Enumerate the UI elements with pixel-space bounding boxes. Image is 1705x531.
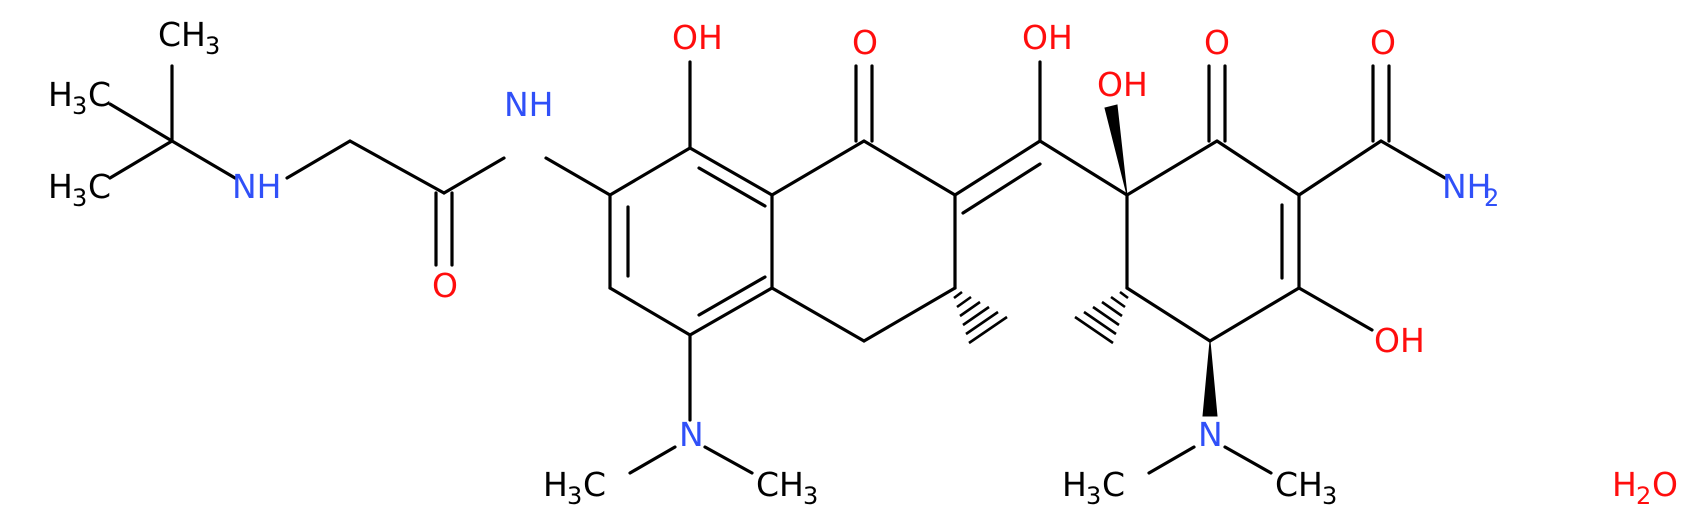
label-h3c: H 3 C (1062, 465, 1125, 510)
label-o: O (1204, 23, 1230, 62)
svg-text:3: 3 (72, 184, 87, 212)
label-water: H 2 O (1612, 465, 1678, 510)
bond (688, 146, 774, 197)
svg-text:O: O (1652, 465, 1678, 504)
svg-text:CH: CH (158, 15, 206, 54)
svg-text:2: 2 (1484, 184, 1499, 212)
label-h3c: H 3 C (48, 75, 111, 120)
label-oh: OH (672, 18, 723, 57)
wedge-bond (1104, 104, 1128, 196)
svg-text:3: 3 (72, 92, 87, 120)
label-oh: OH (1097, 65, 1148, 104)
bond-n-ch3 (1147, 445, 1196, 475)
label-nh: NH (504, 85, 554, 124)
svg-text:C: C (1102, 465, 1125, 504)
svg-text:3: 3 (1322, 482, 1337, 510)
bond-double-inner (697, 166, 767, 208)
bond-n-c (170, 139, 237, 180)
bond (1208, 286, 1301, 343)
wedge-bond (1202, 340, 1218, 417)
bond (862, 286, 957, 343)
bond (608, 286, 692, 337)
bonds (108, 60, 1447, 475)
stereo-bonds (953, 104, 1218, 417)
svg-text:3: 3 (803, 482, 818, 510)
bond (608, 146, 692, 197)
svg-text:C: C (583, 465, 606, 504)
bond-c-ch3 (108, 139, 174, 180)
bond (348, 139, 446, 195)
bond (770, 286, 866, 343)
label-ch3: CH 3 (158, 15, 220, 60)
bond-c-ch3 (108, 102, 174, 143)
bond (953, 139, 1042, 197)
label-nh: NH (232, 167, 282, 206)
label-o: O (1370, 23, 1396, 62)
label-ch3: CH 3 (1275, 465, 1337, 510)
label-ch3: CH 3 (756, 465, 818, 510)
svg-text:3: 3 (205, 32, 220, 60)
label-nh2: NH 2 (1442, 167, 1499, 212)
label-n: N (679, 415, 704, 454)
bond (1125, 139, 1219, 197)
label-oh: OH (1374, 321, 1425, 360)
bond (770, 139, 866, 197)
bond (688, 286, 774, 337)
bond-n-c (442, 156, 506, 195)
bond-c-oh (1297, 286, 1374, 332)
bond (1297, 139, 1383, 197)
label-oh: OH (1022, 18, 1073, 57)
label-n: N (1198, 415, 1223, 454)
svg-text:H: H (1612, 465, 1637, 504)
svg-text:NH: NH (1442, 167, 1492, 206)
bond-double-inner (697, 275, 767, 317)
hash-bond (1074, 290, 1129, 345)
svg-text:C: C (88, 167, 111, 206)
svg-text:C: C (88, 75, 111, 114)
label-h3c: H 3 C (48, 167, 111, 212)
svg-text:H: H (48, 167, 73, 206)
svg-text:CH: CH (1275, 465, 1323, 504)
bond (1215, 139, 1301, 197)
bond-n-ch3 (1223, 445, 1273, 475)
bond-double-inner (961, 162, 1042, 215)
svg-text:3: 3 (567, 482, 582, 510)
label-o: O (432, 266, 458, 305)
bond (862, 139, 957, 197)
label-h3c: H 3 C (543, 465, 606, 510)
svg-text:H: H (48, 75, 73, 114)
svg-text:3: 3 (1086, 482, 1101, 510)
hash-bond (953, 290, 1008, 345)
bond-c-n (1379, 139, 1447, 180)
bond (1125, 286, 1212, 343)
svg-text:H: H (543, 465, 568, 504)
bond-n-ch3 (628, 445, 677, 475)
bond-n-ch3 (703, 445, 754, 475)
svg-text:2: 2 (1636, 482, 1651, 510)
label-o: O (852, 23, 878, 62)
svg-text:CH: CH (756, 465, 804, 504)
atom-labels: OH O OH O O OH OH NH 2 NH NH O CH 3 H 3 … (48, 15, 1678, 510)
svg-text:H: H (1062, 465, 1087, 504)
bond-c-n (285, 139, 352, 180)
bond-c-n (544, 156, 612, 197)
bond (1038, 139, 1129, 197)
